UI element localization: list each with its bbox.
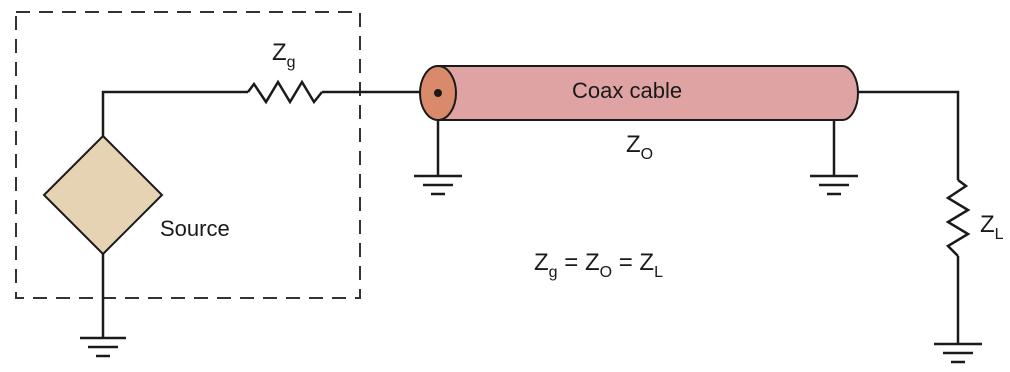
resistor-zl-icon <box>945 179 971 257</box>
cable-label: Coax cable <box>572 78 682 103</box>
ground-icon <box>810 174 858 196</box>
source-enclosure-box <box>15 11 361 299</box>
cable-to-load-wire <box>858 90 960 180</box>
coax-cable <box>419 65 859 121</box>
impedance-match-equation: Zg = ZO = ZL <box>534 249 663 281</box>
zg-label: Zg <box>272 39 296 71</box>
source-label: Source <box>160 216 230 241</box>
source-top-wire <box>101 90 248 136</box>
resistor-zg-icon <box>247 79 323 105</box>
zo-label: ZO <box>626 131 653 163</box>
ground-icon <box>934 342 982 364</box>
ground-icon <box>80 336 126 358</box>
dependent-source-diamond-icon <box>42 134 164 256</box>
zl-label: ZL <box>980 211 1004 243</box>
ground-icon <box>414 174 462 196</box>
